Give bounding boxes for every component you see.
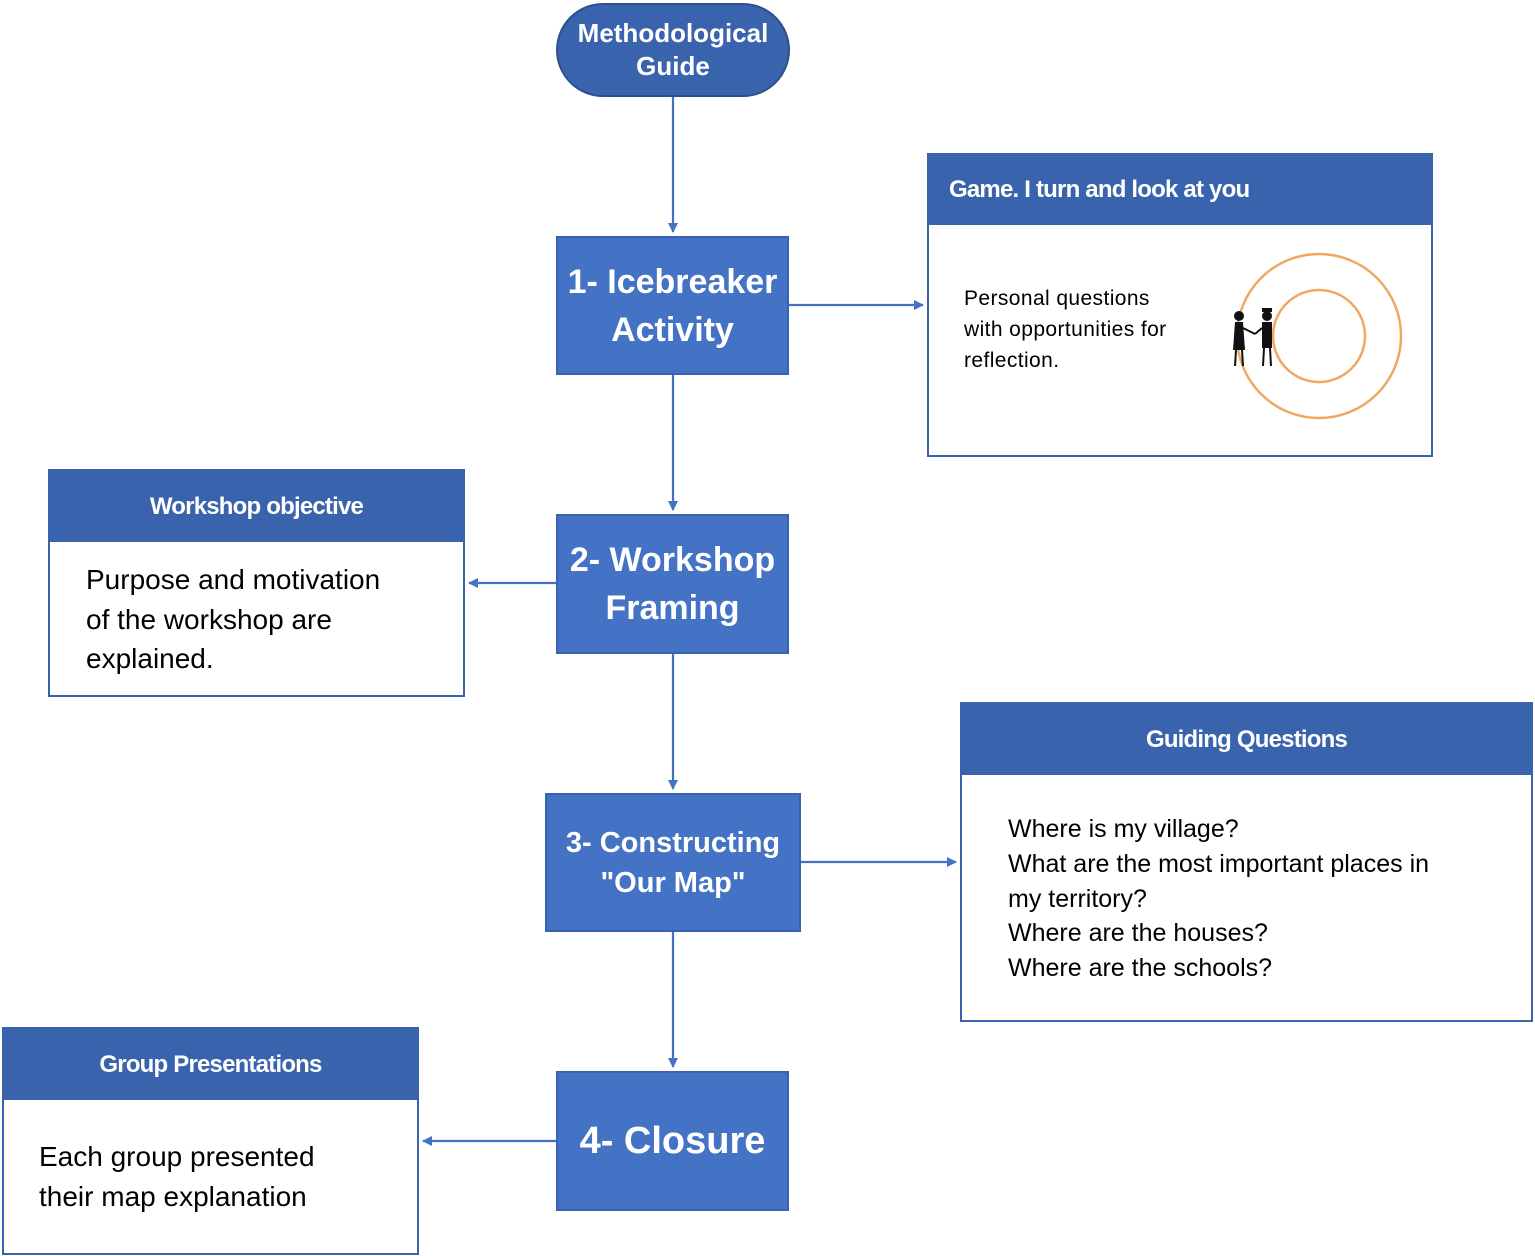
inner-circle <box>1271 288 1367 384</box>
guiding-question-line: Where is my village? <box>1008 815 1239 843</box>
step-icebreaker-activity: 1- Icebreaker Activity <box>556 236 789 375</box>
game-text-line-1: Personal questions <box>964 287 1150 310</box>
guiding-question-line: my territory? <box>1008 884 1147 913</box>
step1-line-1: 1- Icebreaker <box>567 262 778 301</box>
terminal-line-2: Guide <box>636 51 710 81</box>
guiding-question-line: Where are the schools? <box>1008 954 1273 983</box>
person-right-icon <box>1254 308 1272 367</box>
workshop-objective-title: Workshop objective <box>50 471 463 542</box>
group-presentations-body: Each group presented their map explanati… <box>4 1100 417 1217</box>
objective-text-line-2: of the workshop are <box>86 603 332 635</box>
game-text-line-2: with opportunities for <box>964 318 1167 341</box>
workshop-objective-body: Purpose and motivation of the workshop a… <box>50 542 463 679</box>
step-workshop-framing: 2- Workshop Framing <box>556 514 789 654</box>
group-presentations-title: Group Presentations <box>4 1029 417 1100</box>
group-text-line-1: Each group presented <box>39 1141 315 1172</box>
game-panel-title: Game. I turn and look at you <box>929 155 1431 225</box>
step3-line-2: "Our Map" <box>600 866 746 899</box>
guiding-question-line: Where are the houses? <box>1008 919 1268 948</box>
game-panel: Game. I turn and look at you Personal qu… <box>927 153 1433 457</box>
methodological-guide-terminal: Methodological Guide <box>556 3 790 97</box>
two-people-in-concentric-circles-icon <box>1233 252 1403 420</box>
group-text-line-2: their map explanation <box>39 1181 307 1212</box>
workshop-objective-panel: Workshop objective Purpose and motivatio… <box>48 469 465 697</box>
terminal-line-1: Methodological <box>577 18 769 48</box>
step2-line-1: 2- Workshop <box>569 541 776 579</box>
group-presentations-panel: Group Presentations Each group presented… <box>2 1027 419 1255</box>
guiding-question-line: What are the most important places in <box>1008 849 1430 878</box>
objective-text-line-3: explained. <box>86 643 214 674</box>
person-left-icon <box>1233 311 1256 367</box>
guiding-questions-panel: Guiding Questions Where is my village? W… <box>960 702 1533 1022</box>
step-closure: 4- Closure <box>556 1071 789 1211</box>
step2-line-2: Framing <box>605 589 740 627</box>
game-text-line-3: reflection. <box>964 349 1060 372</box>
guiding-questions-title: Guiding Questions <box>962 704 1531 775</box>
step1-line-2: Activity <box>611 310 734 349</box>
step3-line-1: 3- Constructing <box>565 826 781 859</box>
step4-line-1: 4- Closure <box>579 1119 766 1162</box>
guiding-questions-body: Where is my village? What are the most i… <box>962 775 1531 986</box>
game-panel-body: Personal questions with opportunities fo… <box>929 225 1431 420</box>
objective-text-line-1: Purpose and motivation <box>86 564 381 595</box>
step-constructing-our-map: 3- Constructing "Our Map" <box>545 793 801 932</box>
outer-circle <box>1235 252 1403 420</box>
